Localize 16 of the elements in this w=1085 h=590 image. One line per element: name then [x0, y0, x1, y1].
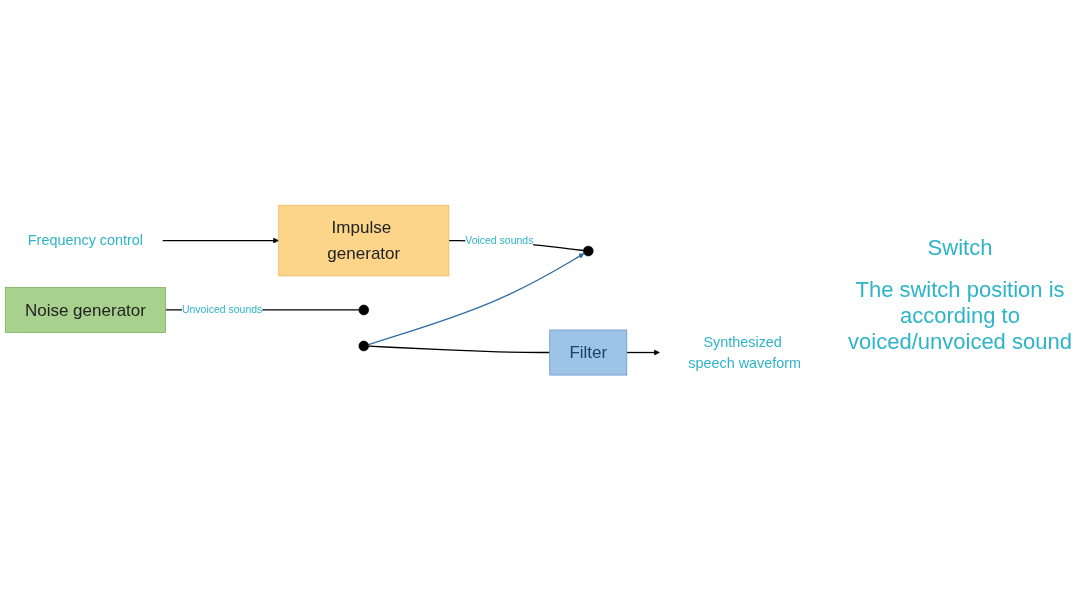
node-text: Synthesized speech waveform	[688, 333, 802, 372]
node-box: Impulse generator	[278, 205, 450, 277]
connector	[368, 345, 551, 354]
note-text: The switch position is according to voiced/unvoiced sound	[847, 277, 1073, 355]
node-box: Filter	[549, 330, 628, 376]
arrow	[626, 350, 660, 356]
arrow	[162, 238, 279, 244]
edge-label: Unvoiced sounds	[181, 304, 263, 316]
node-text: Frequency control	[27, 232, 144, 250]
switch-label: Switch	[926, 235, 994, 261]
arrow	[367, 253, 585, 346]
node-circle	[583, 246, 594, 257]
node-box: Noise generator	[4, 287, 166, 334]
node-circle	[358, 305, 370, 316]
node-circle	[358, 341, 370, 352]
edge-label: Voiced sounds	[465, 235, 534, 247]
